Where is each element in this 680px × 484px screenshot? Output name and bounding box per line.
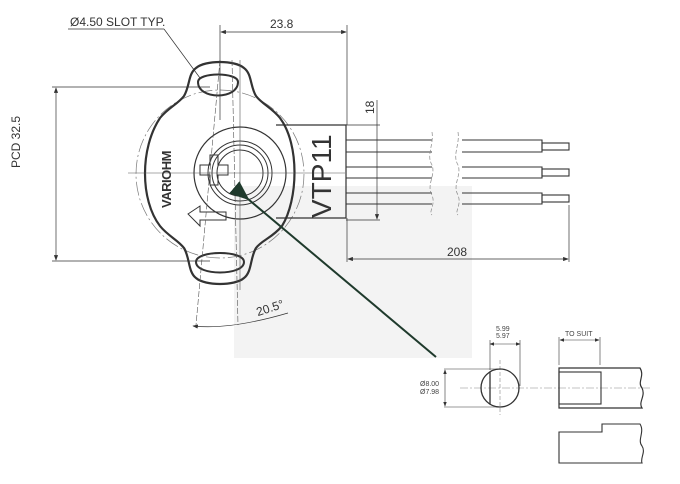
brand-text: VARIOHM bbox=[159, 151, 174, 208]
to-suit-label: TO SUIT bbox=[565, 331, 593, 338]
dia-lower-label: Ø7.98 bbox=[420, 389, 440, 396]
cable-pitch-text: 18 bbox=[363, 100, 377, 114]
shaft-detail bbox=[443, 337, 650, 464]
model-text-value: VTP11 bbox=[306, 134, 337, 218]
width-dimension-label: 23.8 bbox=[270, 17, 294, 31]
model-text: VTP11 bbox=[306, 134, 337, 218]
cables bbox=[346, 131, 570, 216]
flat-upper-label: 5.99 bbox=[496, 326, 510, 333]
slot-note-label: Ø4.50 SLOT TYP. bbox=[70, 15, 166, 29]
dimension-lines bbox=[52, 25, 570, 329]
pcd-dimension-label: PCD 32.5 bbox=[9, 115, 23, 168]
detail-pointer-arrow bbox=[229, 181, 437, 358]
background-panel bbox=[234, 186, 472, 358]
flat-lower-label: 5.97 bbox=[496, 333, 510, 340]
cable-length-label: 208 bbox=[447, 245, 468, 259]
dia-upper-label: Ø8.00 bbox=[420, 381, 440, 388]
brand-text-value: VARIOHM bbox=[159, 151, 174, 208]
cable-pitch-label: 18 bbox=[363, 100, 377, 114]
pcd-text: PCD 32.5 bbox=[9, 115, 23, 168]
